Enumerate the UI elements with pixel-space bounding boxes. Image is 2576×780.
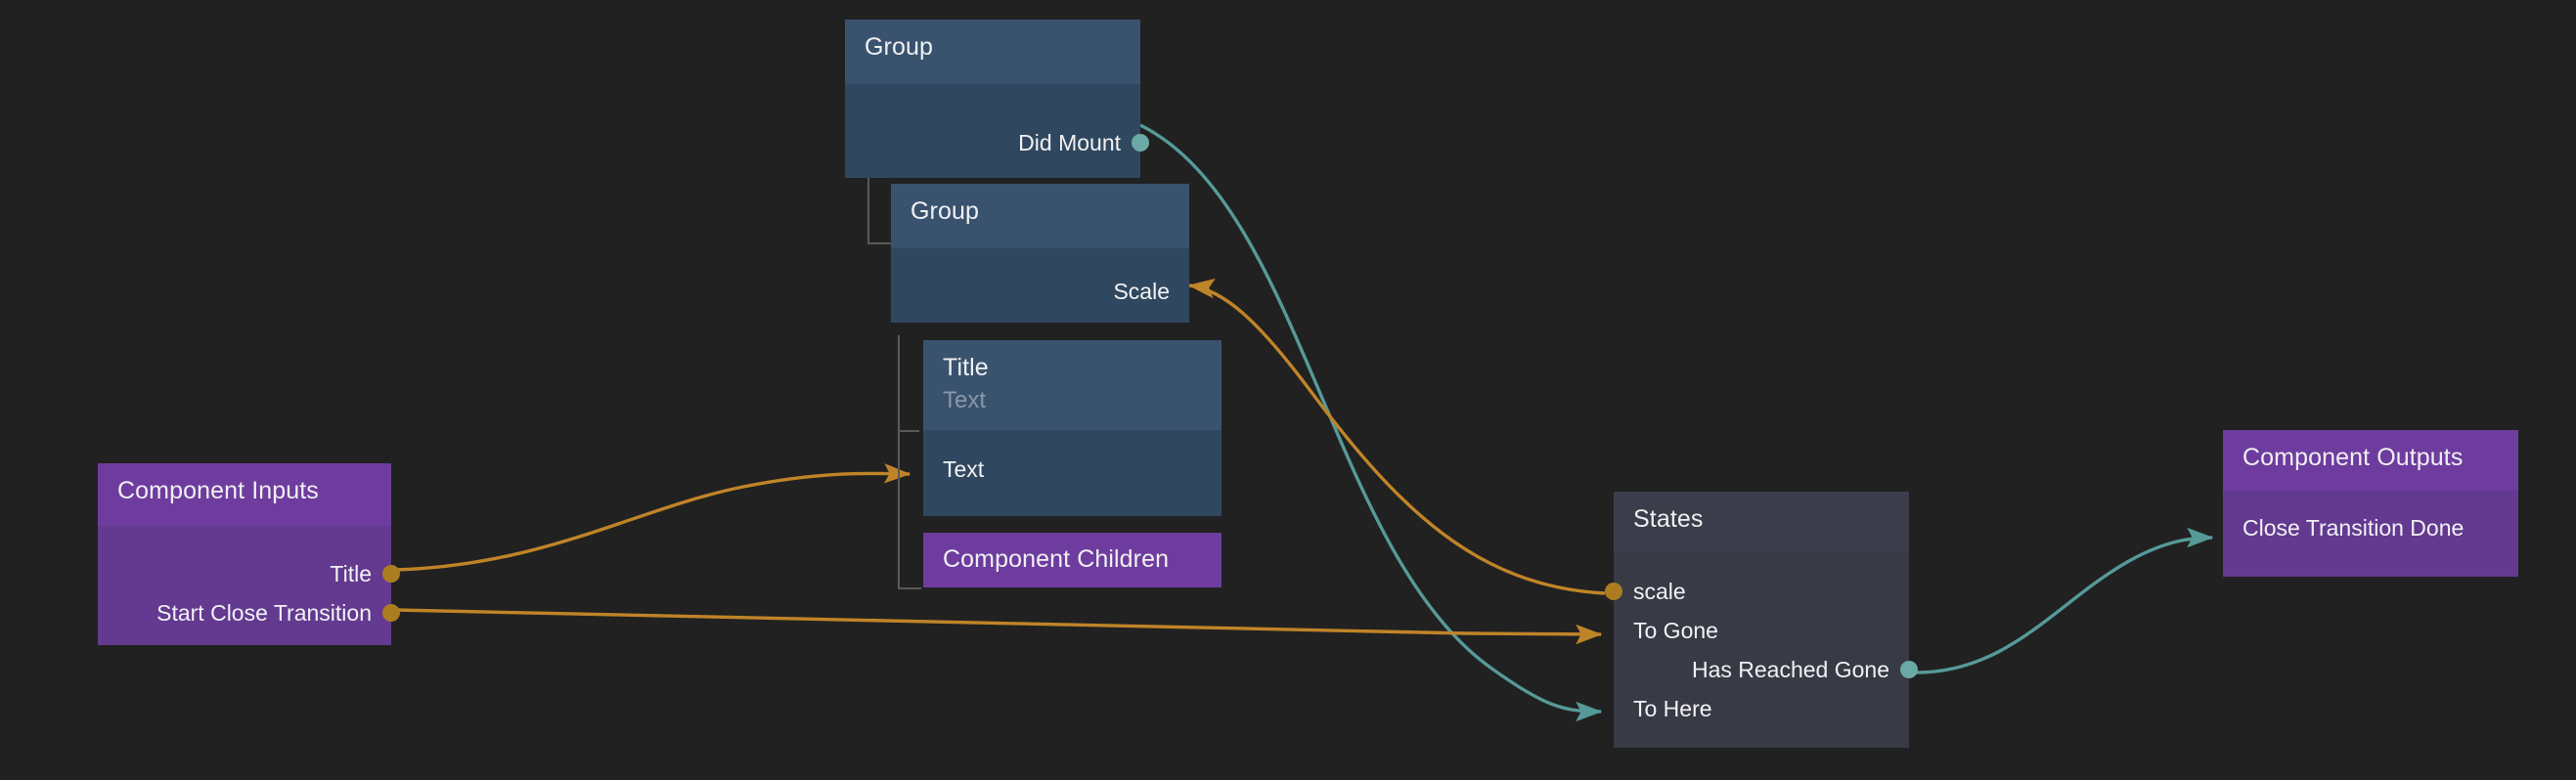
port-text[interactable]: Text: [923, 450, 1221, 489]
node-body: Did Mount: [845, 84, 1149, 178]
port-label: Start Close Transition: [156, 599, 372, 626]
tree-tick-title: [898, 430, 919, 432]
port-dot-icon[interactable]: [382, 604, 400, 622]
port-label: To Gone: [1633, 617, 1718, 643]
port-start-close-transition[interactable]: Start Close Transition: [98, 593, 400, 632]
port-label: To Here: [1633, 695, 1712, 721]
edge-start-close-to-to-gone: [394, 608, 1603, 645]
node-title-text: Component Children: [943, 545, 1170, 574]
node-title-text: Group: [910, 197, 979, 225]
port-did-mount[interactable]: Did Mount: [845, 123, 1149, 162]
port-to-gone[interactable]: To Gone: [1614, 611, 1909, 650]
node-component-outputs[interactable]: Component Outputs Close Transition Done: [2223, 430, 2518, 577]
node-states[interactable]: States scale To Gone Has Reached Gone To…: [1605, 492, 1918, 748]
port-label: Text: [943, 455, 985, 482]
node-title-text: Title: [943, 354, 989, 381]
tree-bracket-group-inner: [898, 335, 921, 589]
port-scale-state[interactable]: scale: [1605, 572, 1909, 611]
node-title-text: Component Outputs: [2243, 444, 2464, 471]
node-body: Title Start Close Transition: [98, 526, 400, 645]
node-title-text: Group: [865, 33, 933, 61]
port-label: Has Reached Gone: [1691, 656, 1889, 682]
port-dot-icon[interactable]: [1605, 583, 1622, 600]
edge-inputs-title-to-text: [394, 463, 911, 572]
port-close-transition-done[interactable]: Close Transition Done: [2223, 508, 2518, 547]
edge-has-reached-gone-to-close-done: [1912, 527, 2214, 674]
node-title: Group: [845, 20, 1140, 84]
node-title: States: [1614, 492, 1909, 552]
port-title[interactable]: Title: [98, 554, 400, 593]
node-title: Group: [891, 184, 1189, 248]
node-component-children[interactable]: Component Children: [923, 533, 1221, 587]
port-label: scale: [1633, 578, 1686, 604]
node-group-top[interactable]: Group Did Mount: [845, 20, 1149, 178]
node-title-text: Component Inputs: [117, 477, 319, 504]
node-body: scale To Gone Has Reached Gone To Here: [1605, 552, 1918, 748]
node-body: Text: [923, 430, 1221, 516]
node-body: Scale: [891, 248, 1189, 323]
port-label: Scale: [1113, 278, 1170, 304]
node-subtitle-text: Text: [943, 387, 987, 413]
node-title: Component Outputs: [2223, 430, 2518, 491]
port-has-reached-gone[interactable]: Has Reached Gone: [1614, 650, 1918, 689]
node-title: Title: [923, 340, 1221, 385]
node-subtitle: Text: [923, 385, 1221, 430]
node-title: Component Children: [923, 533, 1221, 587]
port-label: Close Transition Done: [2243, 514, 2465, 541]
node-group-inner[interactable]: Group Scale: [891, 184, 1189, 323]
port-dot-icon[interactable]: [382, 565, 400, 583]
port-label: Title: [330, 560, 372, 586]
node-component-inputs[interactable]: Component Inputs Title Start Close Trans…: [98, 463, 400, 645]
port-dot-icon[interactable]: [1132, 134, 1149, 152]
node-title-component[interactable]: Title Text Text: [923, 340, 1221, 516]
port-to-here[interactable]: To Here: [1614, 689, 1909, 728]
port-label: Did Mount: [1018, 129, 1121, 155]
node-body: Close Transition Done: [2223, 491, 2518, 577]
port-dot-icon[interactable]: [1900, 661, 1918, 678]
port-scale[interactable]: Scale: [891, 272, 1189, 311]
edge-scale-to-group-scale: [1187, 278, 1606, 595]
node-title: Component Inputs: [98, 463, 391, 526]
node-title-text: States: [1633, 505, 1704, 533]
